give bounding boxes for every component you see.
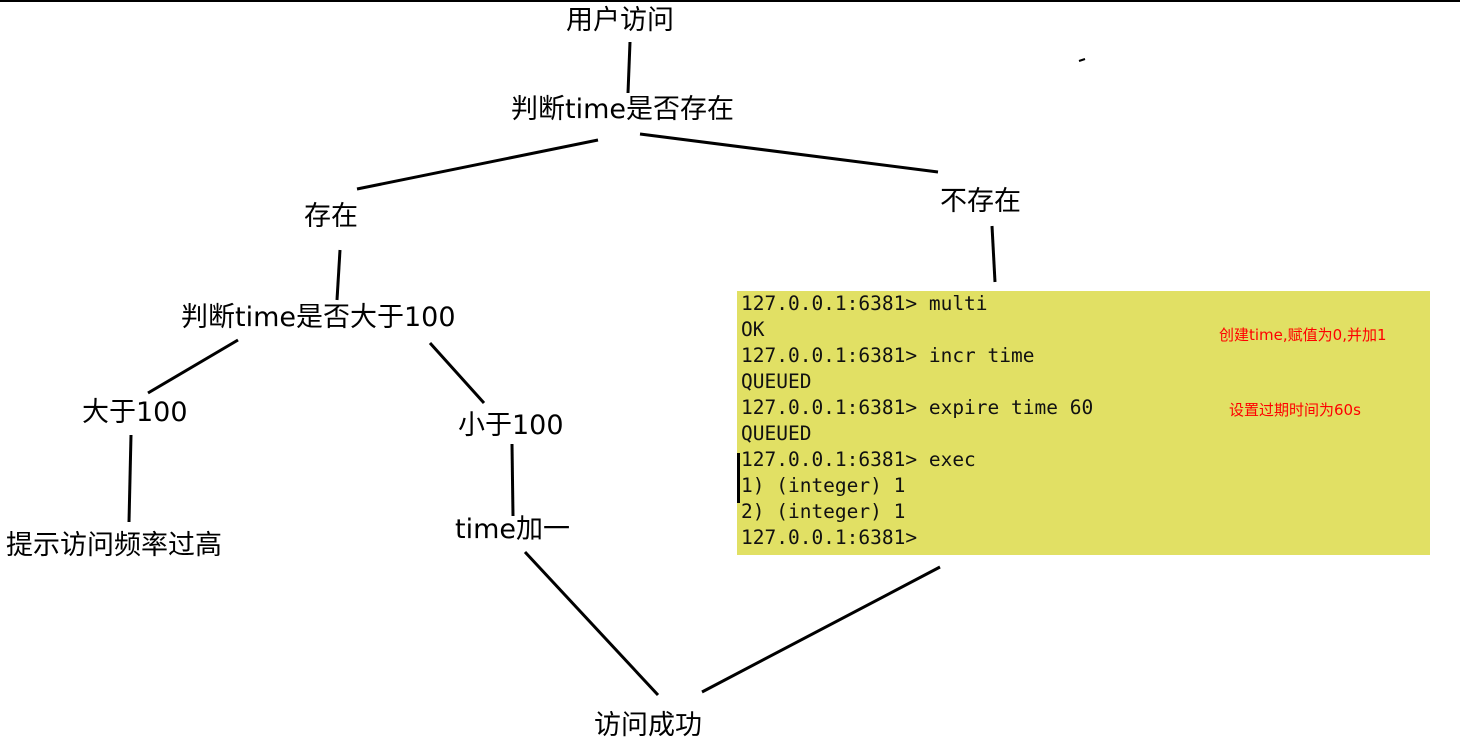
terminal-line: 127.0.0.1:6381> expire time 60 <box>741 396 1094 419</box>
stray-mark <box>1078 58 1086 62</box>
node-time-incr: time加一 <box>455 514 571 545</box>
edge-visit-check <box>626 41 632 94</box>
edge-exists-check100 <box>335 249 342 301</box>
node-not-exists: 不存在 <box>940 186 1021 217</box>
terminal-line: 127.0.0.1:6381> <box>741 526 918 549</box>
edge-lt-incr <box>510 443 515 517</box>
edge-notexists-terminal <box>990 225 997 283</box>
edge-check-exists <box>356 138 599 191</box>
node-success: 访问成功 <box>594 710 702 741</box>
node-gt100: 大于100 <box>82 397 188 428</box>
edge-check100-gt <box>147 338 239 395</box>
terminal-line: QUEUED <box>741 422 812 445</box>
terminal-line: 2) (integer) 1 <box>741 500 906 523</box>
top-border <box>0 0 1460 2</box>
note-set-expire: 设置过期时间为60s <box>1229 401 1361 419</box>
node-exists: 存在 <box>304 201 358 232</box>
terminal-line: QUEUED <box>741 370 812 393</box>
node-check-gt100: 判断time是否大于100 <box>181 302 456 333</box>
note-create-time: 创建time,赋值为0,并加1 <box>1219 326 1387 344</box>
edge-incr-success <box>523 550 660 697</box>
edge-check-notexists <box>639 132 939 174</box>
terminal-line: 127.0.0.1:6381> multi <box>741 292 988 315</box>
terminal-line: 127.0.0.1:6381> incr time <box>741 344 1035 367</box>
node-lt100: 小于100 <box>458 410 564 441</box>
terminal-line: 127.0.0.1:6381> exec <box>741 448 976 471</box>
node-check-exists: 判断time是否存在 <box>511 94 735 125</box>
edge-gt-warning <box>127 434 133 523</box>
edge-terminal-success <box>701 565 941 694</box>
terminal-line: 1) (integer) 1 <box>741 474 906 497</box>
terminal-cursor-bar <box>737 453 740 503</box>
edge-check100-lt <box>428 341 486 405</box>
node-too-frequent: 提示访问频率过高 <box>6 530 222 561</box>
terminal-line: OK <box>741 318 765 341</box>
node-user-visit: 用户访问 <box>566 5 674 36</box>
